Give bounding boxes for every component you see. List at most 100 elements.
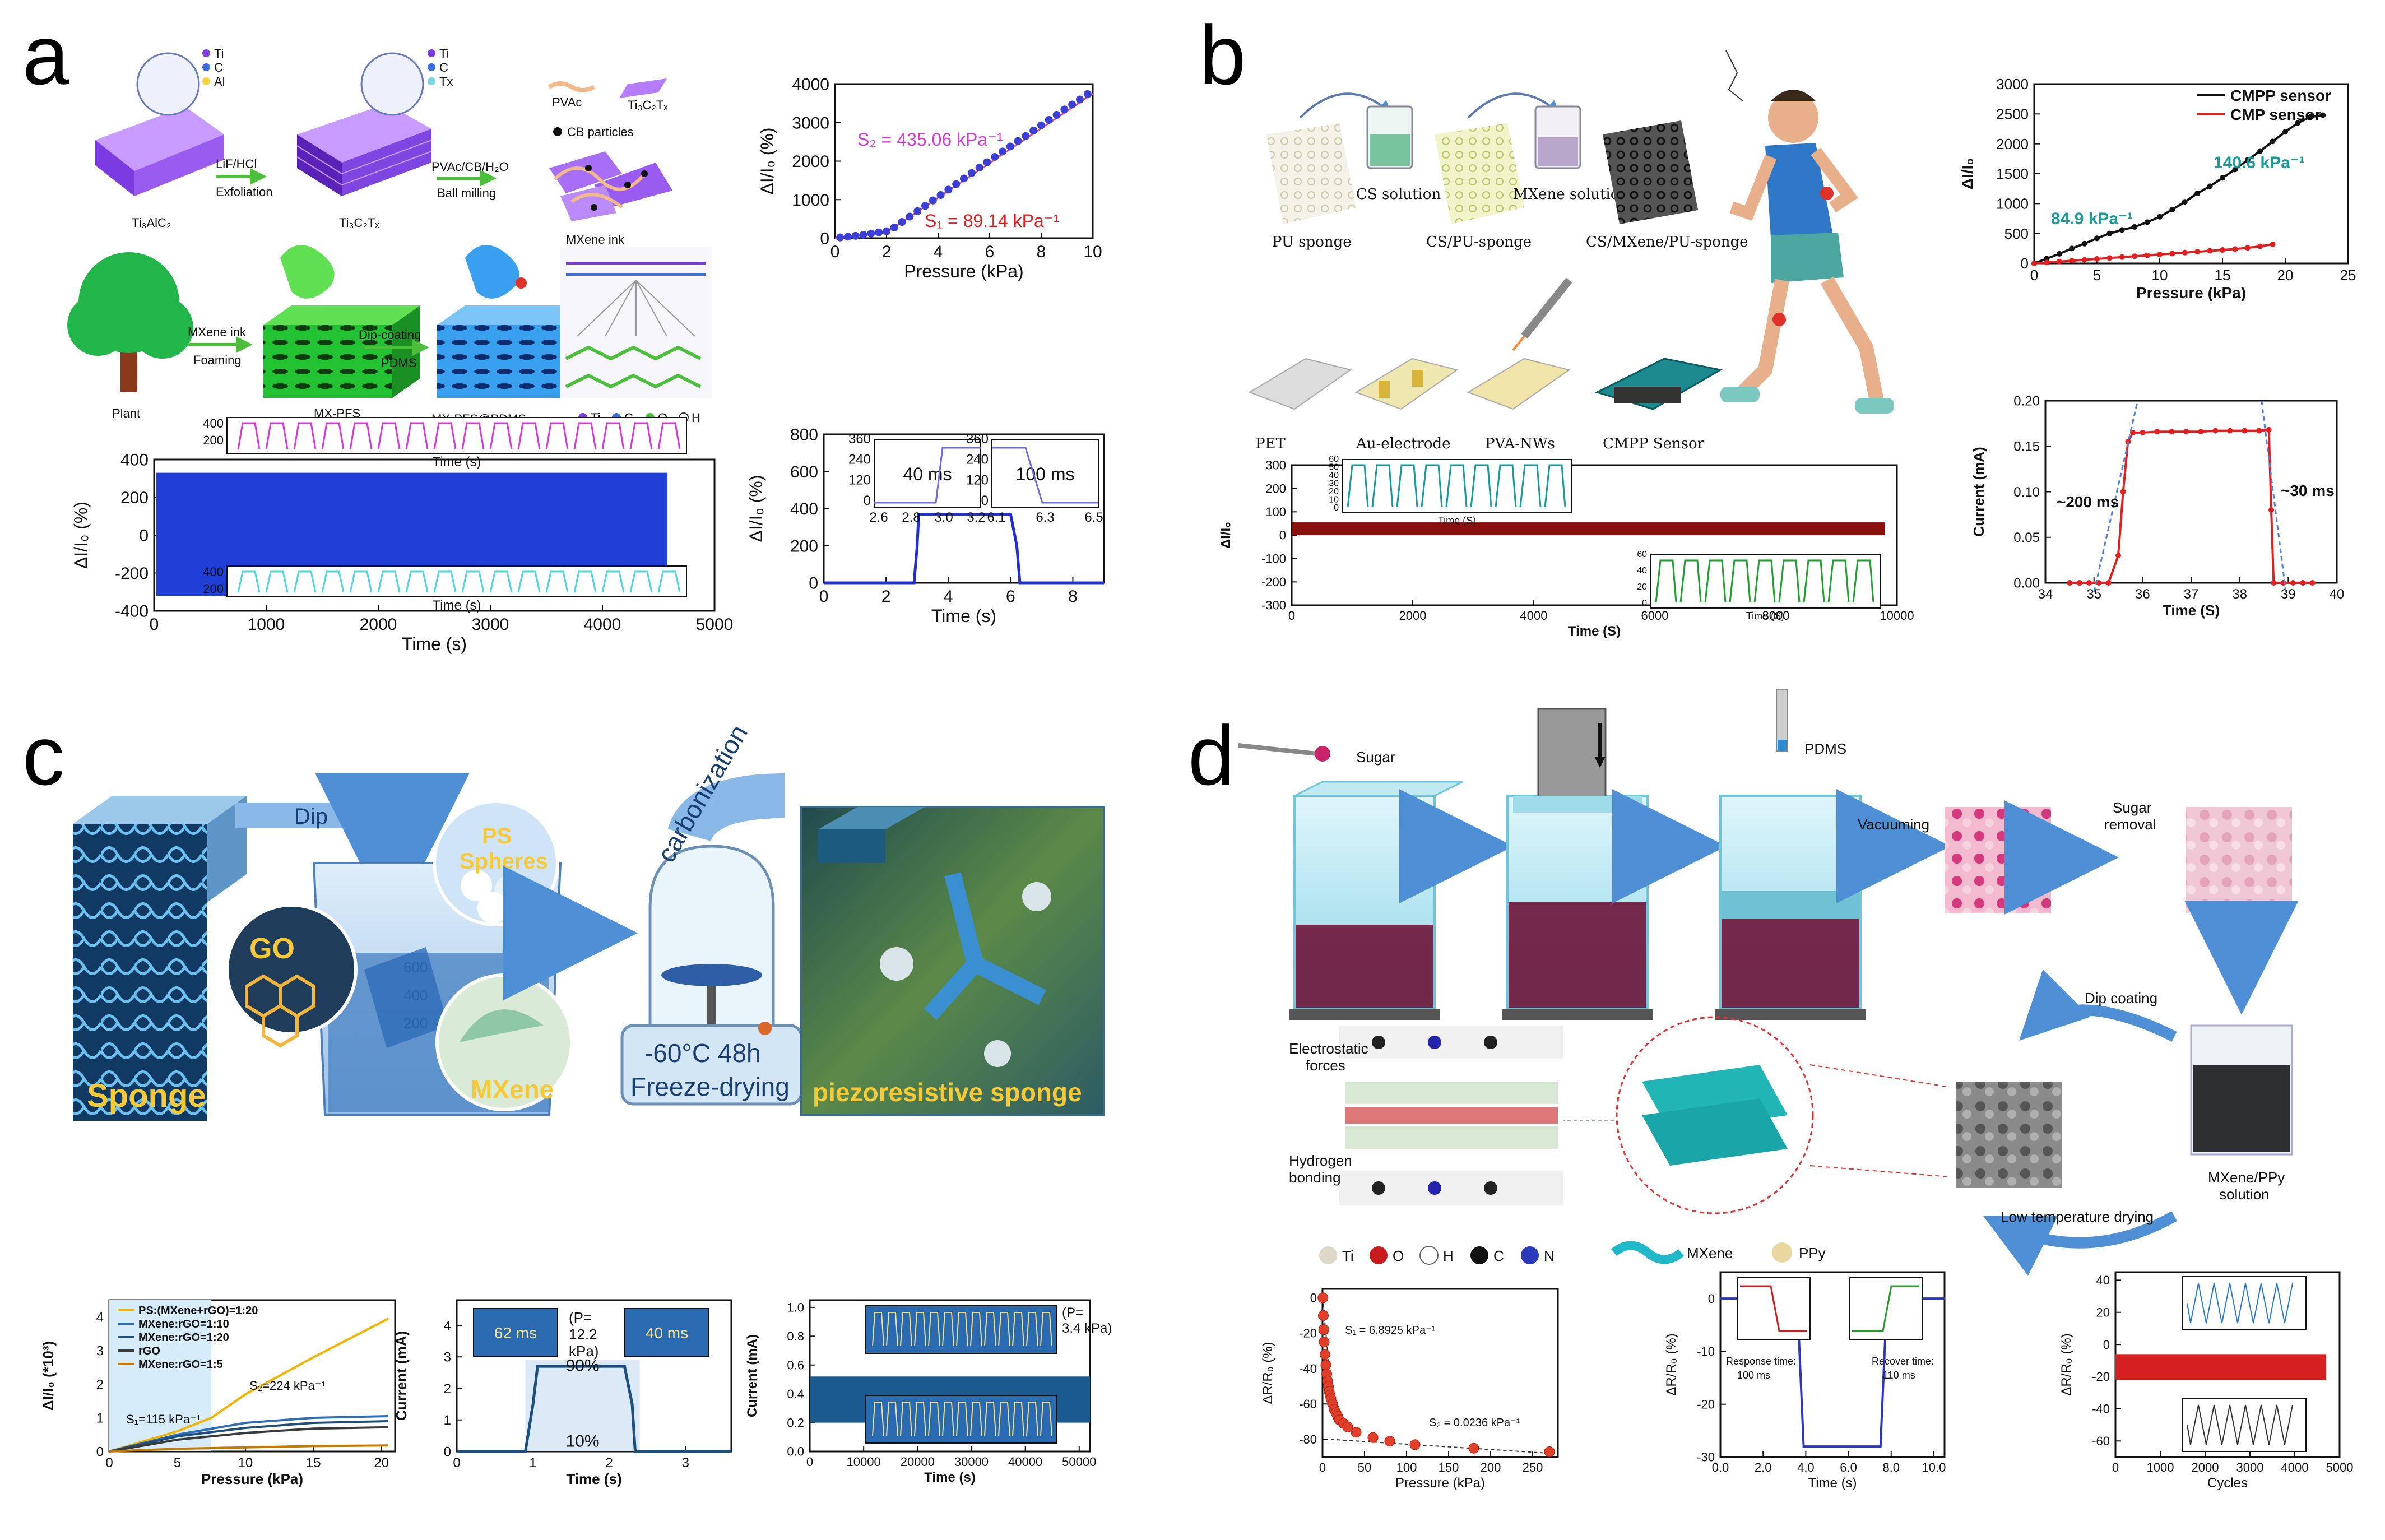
x-tick-label-b1: 10 bbox=[2152, 267, 2168, 284]
y-axis-label-a2: ΔI/I₀ (%) bbox=[71, 502, 91, 569]
solution-line2: solution bbox=[2219, 1186, 2270, 1203]
y-axis-label-d3: ΔR/R₀ (%) bbox=[2059, 1333, 2074, 1395]
annotation-d2: 100 ms bbox=[1737, 1370, 1770, 1381]
x-axis-label-d2: Time (s) bbox=[1808, 1476, 1857, 1491]
annotation-90-c2: 90% bbox=[566, 1357, 600, 1375]
data-point-a1 bbox=[890, 223, 898, 231]
y-tick-label-c3: 0.0 bbox=[787, 1445, 804, 1459]
atom-d-h: H bbox=[1443, 1247, 1454, 1264]
data-point-b1 bbox=[2220, 247, 2225, 253]
inset-xtick-rise-a3: 2.6 bbox=[869, 510, 888, 525]
y-tick-label-d3: -40 bbox=[2092, 1402, 2110, 1416]
y-tick-label-c2: 1 bbox=[444, 1413, 451, 1428]
inset-rise-a3 bbox=[874, 439, 981, 508]
atom-d-ti: Ti bbox=[1342, 1247, 1354, 1264]
data-point-b1 bbox=[2144, 252, 2150, 258]
ink-legend: PVAc Ti₃C₂Tₓ CB particles bbox=[547, 78, 668, 139]
data-point-a1 bbox=[975, 164, 983, 172]
data-point-a1 bbox=[1045, 115, 1053, 124]
y-tick-label-d3: 0 bbox=[2103, 1338, 2110, 1352]
inset-ytick-fall-a3: 240 bbox=[966, 452, 989, 467]
data-point-a1 bbox=[883, 227, 890, 235]
dip-label: Dip bbox=[294, 804, 328, 829]
data-point-d1 bbox=[1468, 1442, 1479, 1454]
data-point-b1 bbox=[2132, 253, 2138, 259]
data-point-b1 bbox=[2056, 251, 2062, 257]
x-tick-label-a2: 3000 bbox=[472, 615, 509, 634]
pu-sponge bbox=[1266, 123, 1356, 224]
ti3c2tx-legend: Ti C Tx bbox=[428, 47, 453, 89]
x-tick-label-a1: 4 bbox=[934, 243, 943, 261]
x-tick-label-a3: 0 bbox=[819, 587, 829, 606]
x-tick-label-b1: 20 bbox=[2277, 267, 2294, 284]
y-tick-label-c1: 3 bbox=[96, 1343, 104, 1358]
inset-ytick-fall-a3: 120 bbox=[966, 472, 989, 488]
y-tick-label-d1: -80 bbox=[1299, 1432, 1317, 1446]
data-point-b3 bbox=[2266, 427, 2272, 433]
tangent-fall-b3 bbox=[2261, 400, 2287, 592]
x-axis-label-a3: Time (s) bbox=[931, 606, 996, 626]
y-tick-label-b1: 1000 bbox=[1996, 195, 2029, 212]
panel-letter-d: d bbox=[1188, 708, 1235, 803]
inset-ytick-rise-a3: 360 bbox=[848, 432, 871, 447]
plant-illustration bbox=[67, 252, 193, 392]
inset-ytick-rise-a3: 120 bbox=[848, 472, 871, 488]
electrostatic-line1: Electrostatic bbox=[1289, 1040, 1368, 1057]
annotation-s1-d1: S₁ = 6.8925 kPa⁻¹ bbox=[1345, 1324, 1436, 1337]
data-point-b1 bbox=[2031, 261, 2037, 266]
inset-ytick-b2-left: 50 bbox=[1329, 463, 1339, 472]
data-point-d1 bbox=[1544, 1446, 1555, 1458]
data-point-b1 bbox=[2207, 183, 2213, 189]
data-point-a1 bbox=[1006, 142, 1014, 151]
x-tick-label-c2: 2 bbox=[606, 1455, 613, 1471]
y-tick-label-c1: 0 bbox=[96, 1444, 104, 1459]
mxene-ink-label: MXene ink bbox=[566, 233, 625, 247]
data-point-a1 bbox=[952, 180, 961, 188]
cmpp-sensor-label: CMPP Sensor bbox=[1603, 435, 1705, 452]
inset-d2-right bbox=[1849, 1277, 1923, 1340]
sugar-removal-line2: removal bbox=[2104, 816, 2156, 833]
step4-line2: PDMS bbox=[381, 356, 417, 370]
data-point-b3 bbox=[2183, 429, 2189, 435]
data-point-a1 bbox=[960, 174, 968, 183]
legend-label-c1: PS:(MXene+rGO)=1:20 bbox=[138, 1305, 258, 1317]
x-tick-label-a1: 2 bbox=[882, 243, 892, 261]
y-tick-label-c3: 0.2 bbox=[787, 1416, 804, 1430]
x-tick-label-b3: 34 bbox=[2038, 587, 2053, 602]
y-tick-label-d3: -60 bbox=[2092, 1434, 2110, 1448]
signal-c2 bbox=[457, 1365, 731, 1453]
data-point-a1 bbox=[1052, 111, 1061, 119]
data-point-b3 bbox=[2140, 429, 2146, 435]
inset-ytick-b2-left: 30 bbox=[1329, 479, 1339, 489]
series-line-c1 bbox=[109, 1420, 388, 1453]
x-tick-label-d1: 250 bbox=[1523, 1460, 1543, 1474]
cs-mxene-pu-sponge bbox=[1603, 120, 1698, 224]
x-tick-label-a1: 0 bbox=[830, 243, 840, 261]
inset-ytick-b2-right: 60 bbox=[1637, 550, 1647, 559]
inset-bottom-ytick-a2: 200 bbox=[203, 582, 224, 596]
data-point-a1 bbox=[1014, 137, 1022, 145]
legend-label-c1: MXene:rGO=1:20 bbox=[138, 1332, 229, 1344]
go-icon bbox=[225, 903, 358, 1036]
panel-letter-a: a bbox=[22, 8, 69, 102]
inset-ytick-fall-a3: 0 bbox=[981, 493, 989, 508]
atom-d-o: O bbox=[1393, 1247, 1404, 1264]
y-tick-label-a3: 800 bbox=[790, 426, 818, 444]
panel-c-schematic: Sponge Dip 600 400 200 PS Spheres GO MXe… bbox=[73, 720, 1105, 1121]
x-tick-label-c1: 5 bbox=[174, 1455, 181, 1471]
data-point-b3 bbox=[2256, 428, 2262, 434]
spheres-label: Spheres bbox=[460, 849, 548, 874]
legend-label-b1: CMPP sensor bbox=[2230, 87, 2331, 104]
x-tick-label-a3: 2 bbox=[881, 587, 891, 606]
data-point-b1 bbox=[2081, 257, 2087, 263]
data-point-b3 bbox=[2076, 580, 2082, 586]
inset-signal-c3-bottom bbox=[872, 1402, 1052, 1436]
x-tick-label-b2: 2000 bbox=[1399, 609, 1427, 623]
legend-c-2: C bbox=[439, 61, 448, 75]
inset-top-ytick-a2: 400 bbox=[203, 416, 224, 430]
data-point-b3 bbox=[2309, 580, 2316, 586]
x-tick-label-d3: 5000 bbox=[2326, 1460, 2354, 1474]
